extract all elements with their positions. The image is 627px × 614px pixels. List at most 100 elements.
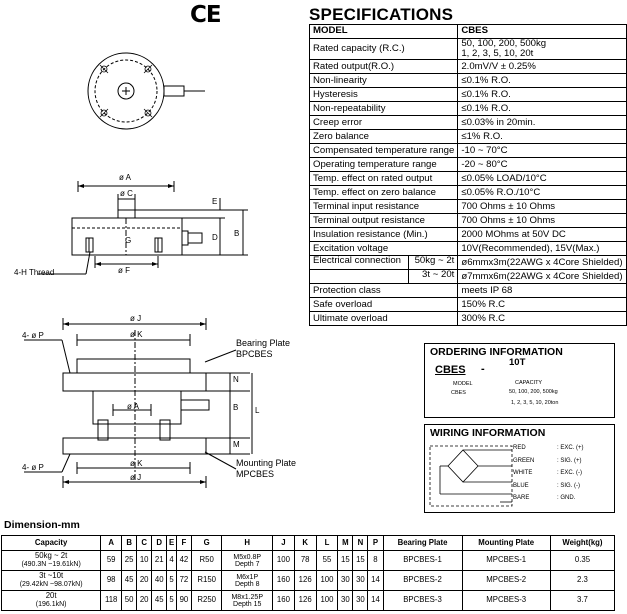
wire-signal: : SIG. (-) xyxy=(557,482,580,489)
wire-signal: : GND. xyxy=(557,495,576,501)
spec-value: ≤0.1% R.O. xyxy=(457,101,627,117)
wire-color-name: BLUE xyxy=(513,482,529,489)
electrical-label-split: 3t ~ 20t xyxy=(310,270,457,284)
dimension-header: M xyxy=(337,535,354,551)
wire-color-name: GREEN xyxy=(513,457,535,464)
dim-cell-p: 14 xyxy=(367,570,384,591)
dimension-header: E xyxy=(166,535,177,551)
spec-label: Excitation voltage xyxy=(308,241,459,257)
dim-cell-e: 4 xyxy=(166,550,177,571)
dim-cell-m: 30 xyxy=(337,590,354,611)
wire-signal: : EXC. (-) xyxy=(557,470,582,476)
spec-value-line: ≤0.1% R.O. xyxy=(461,102,511,114)
dim-label-n: N xyxy=(233,375,239,384)
spec-value-line: ≤1% R.O. xyxy=(461,130,503,142)
dim-cell-g: R50 xyxy=(190,550,223,571)
ce-mark: CE xyxy=(190,2,222,28)
dim-label-phi-a-assembly: ø A xyxy=(127,402,140,411)
spec-value-line: 700 Ohms ± 10 Ohms xyxy=(461,200,556,212)
dim-cell-e: 5 xyxy=(166,590,177,611)
spec-label: Temp. effect on rated output xyxy=(308,171,459,187)
capacity-value: 3t ~10t xyxy=(39,571,64,581)
spec-value: ≤0.1% R.O. xyxy=(457,87,627,103)
dimension-header: J xyxy=(272,535,295,551)
thread-size: M5x0.8P xyxy=(233,553,262,561)
spec-value: ≤0.03% in 20min. xyxy=(457,115,627,131)
bearing-plate-model: BPCBES xyxy=(236,349,273,359)
dim-cell-m: 30 xyxy=(337,570,354,591)
dimension-header: F xyxy=(175,535,192,551)
spec-row: Compensated temperature range-10 ~ 70°C xyxy=(308,143,627,159)
dim-label-phi-j-bottom: ø J xyxy=(130,473,142,482)
weight-cell: 3.7 xyxy=(549,590,616,611)
spec-value-line: CBES xyxy=(461,25,488,37)
spec-value-line: 2.0mV/V ± 0.25% xyxy=(461,60,536,72)
bearing-plate-label: Bearing Plate xyxy=(236,338,291,348)
dimension-header: D xyxy=(151,535,168,551)
dim-cell-f: 42 xyxy=(175,550,192,571)
dim-label-d: D xyxy=(212,233,218,242)
dim-cell-d: 40 xyxy=(151,570,168,591)
dim-cell-b: 45 xyxy=(121,570,138,591)
capacity-cell: 3t ~10t(29.42kN ~98.07kN) xyxy=(0,570,102,591)
spec-value: 700 Ohms ± 10 Ohms xyxy=(457,213,627,229)
dim-label-e: E xyxy=(212,197,218,206)
dim-cell-d: 45 xyxy=(151,590,168,611)
dim-cell-l: 100 xyxy=(315,590,339,611)
dim-cell-j: 100 xyxy=(272,550,295,571)
dim-cell-b: 25 xyxy=(121,550,138,571)
spec-title: SPECIFICATIONS xyxy=(309,5,454,24)
dim-cell-p: 14 xyxy=(367,590,384,611)
dimension-header: P xyxy=(367,535,384,551)
capacity-value: 50kg ~ 2t xyxy=(34,551,68,561)
dim-label-p-bottom: 4- ø P xyxy=(22,463,44,472)
capacity-value: 20t xyxy=(45,591,57,601)
dimension-header: G xyxy=(190,535,223,551)
ordering-capacity-line2: 1, 2, 3, 5, 10, 20ton xyxy=(511,400,559,406)
spec-value-line: 2000 MOhms at 50V DC xyxy=(461,228,566,240)
spec-label: Insulation resistance (Min.) xyxy=(308,227,459,243)
spec-value: -20 ~ 80°C xyxy=(457,157,627,173)
capacity-cell: 20t(196.1kN) xyxy=(0,590,102,611)
dimension-header: H xyxy=(221,535,274,551)
weight-cell: 2.3 xyxy=(549,570,616,591)
dimension-header: L xyxy=(315,535,339,551)
dim-cell-n: 30 xyxy=(352,590,369,611)
spec-value-line2: 1, 2, 3, 5, 10, 20t xyxy=(461,48,534,60)
wire-row: WHITE: EXC. (-) xyxy=(513,470,582,476)
ordering-model-value: CBES xyxy=(451,390,466,396)
spec-value-line: ≤0.03% in 20min. xyxy=(461,116,536,128)
spec-row: Zero balance≤1% R.O. xyxy=(308,129,627,145)
thread-depth: Depth 7 xyxy=(234,560,260,568)
spec-value-line: -20 ~ 80°C xyxy=(461,158,508,170)
spec-row: Rated capacity (R.C.)50, 100, 200, 500kg… xyxy=(308,37,627,61)
bearing-plate-cell: BPCBES-1 xyxy=(382,550,463,571)
dim-label-m: M xyxy=(233,440,240,449)
wire-row: RED: EXC. (+) xyxy=(513,445,584,451)
thread-depth: Depth 15 xyxy=(233,600,262,608)
thread-label: 4-H Thread xyxy=(14,268,55,277)
spec-value-line: ≤0.1% R.O. xyxy=(461,88,511,100)
spec-row: Non-repeatability≤0.1% R.O. xyxy=(308,101,627,117)
bearing-plate-cell: BPCBES-2 xyxy=(382,570,463,591)
spec-row: Operating temperature range-20 ~ 80°C xyxy=(308,157,627,173)
dim-cell-k: 126 xyxy=(293,570,317,591)
wire-signal: : SIG. (+) xyxy=(557,457,582,464)
thread-size: M6x1P xyxy=(236,573,259,581)
electrical-label xyxy=(310,270,408,283)
capacity-value-n: (196.1kN) xyxy=(35,600,67,608)
dim-cell-g: R150 xyxy=(190,570,223,591)
dim-cell-e: 5 xyxy=(166,570,177,591)
wiring-bridge xyxy=(429,445,513,507)
wire-signal: : EXC. (+) xyxy=(557,445,584,451)
spec-label: Zero balance xyxy=(308,129,459,145)
spec-value: -10 ~ 70°C xyxy=(457,143,627,159)
spec-value-line: 50, 100, 200, 500kg xyxy=(461,38,547,49)
